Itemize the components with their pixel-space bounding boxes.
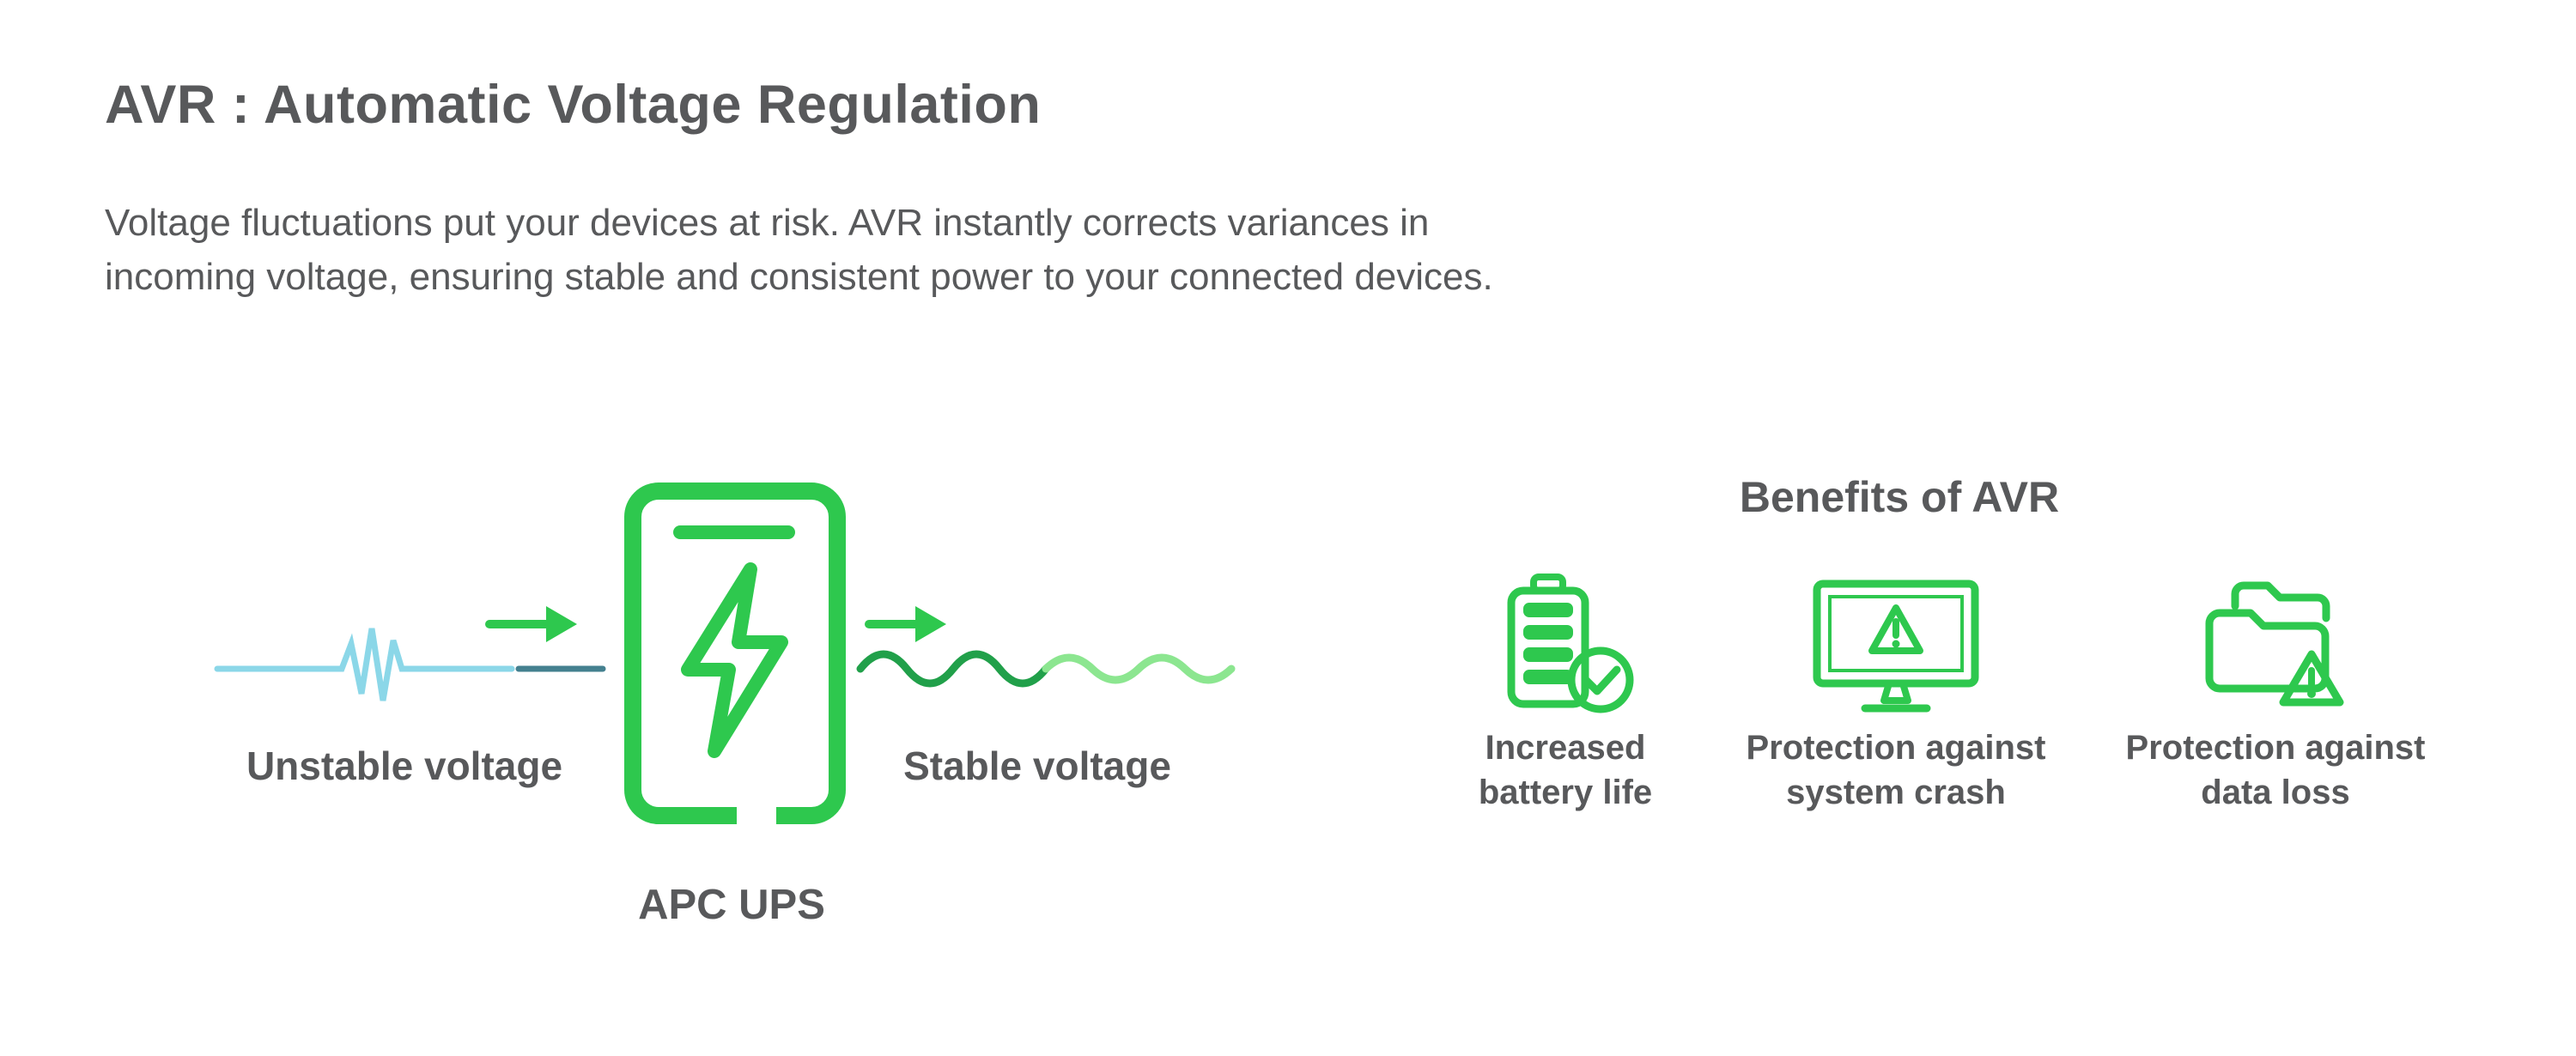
- folder-front: [2205, 609, 2330, 693]
- ups-device-icon: [624, 482, 846, 831]
- monitor-stand: [1880, 680, 1911, 704]
- warning-triangle-icon: [1868, 604, 1923, 654]
- benefit-label-system-crash: Protection against system crash: [1673, 725, 2119, 815]
- benefit-label-line: Protection against: [1746, 729, 2046, 767]
- ups-body-gap: [737, 802, 776, 831]
- unstable-waveform: [214, 628, 515, 701]
- folder-back: [2231, 581, 2330, 622]
- monitor-warning-icon: [1813, 580, 1979, 713]
- page-title: AVR : Automatic Voltage Regulation: [105, 75, 1042, 135]
- unstable-voltage-label: Unstable voltage: [246, 743, 563, 788]
- battery-bar: [1523, 670, 1573, 684]
- apc-ups-label: APC UPS: [638, 882, 825, 928]
- warning-dot: [2307, 689, 2316, 698]
- battery-check-icon: [1507, 574, 1634, 713]
- arrow-right-icon: [485, 606, 577, 642]
- page-description: Voltage fluctuations put your devices at…: [105, 196, 1493, 304]
- stable-voltage-label: Stable voltage: [903, 743, 1171, 788]
- battery-bar: [1523, 625, 1573, 640]
- battery-body: [1507, 586, 1589, 708]
- page-description-line1: Voltage fluctuations put your devices at…: [105, 202, 1430, 244]
- warning-triangle-icon: [2279, 650, 2344, 707]
- arrow-head: [546, 606, 577, 642]
- benefit-label-line: system crash: [1786, 774, 2006, 811]
- benefit-label-battery: Increased battery life: [1342, 725, 1789, 815]
- ups-display-bar: [673, 525, 795, 539]
- folder-warning-icon: [2205, 581, 2344, 707]
- benefit-label-line: battery life: [1478, 774, 1653, 811]
- monitor-bezel: [1828, 595, 1964, 672]
- arrow-head: [915, 606, 946, 642]
- ups-body: [624, 482, 846, 824]
- benefit-label-line: data loss: [2201, 774, 2350, 811]
- battery-bar: [1523, 603, 1573, 617]
- benefit-label-line: Increased: [1485, 729, 1646, 767]
- warning-dot: [1892, 640, 1900, 648]
- arrow-right-icon: [865, 606, 946, 642]
- benefit-label-line: Protection against: [2125, 729, 2426, 767]
- stable-waveform-dark: [856, 650, 1050, 688]
- lightning-bolt-icon: [681, 562, 788, 758]
- stable-waveform-light: [1042, 653, 1236, 684]
- page-description-line2: incoming voltage, ensuring stable and co…: [105, 256, 1493, 298]
- battery-bar: [1523, 647, 1573, 662]
- check-icon: [1582, 665, 1621, 695]
- benefits-title: Benefits of AVR: [1739, 473, 2060, 521]
- check-circle: [1567, 646, 1634, 713]
- benefit-label-data-loss: Protection against data loss: [2052, 725, 2499, 815]
- voltage-flow-diagram: [214, 482, 1236, 831]
